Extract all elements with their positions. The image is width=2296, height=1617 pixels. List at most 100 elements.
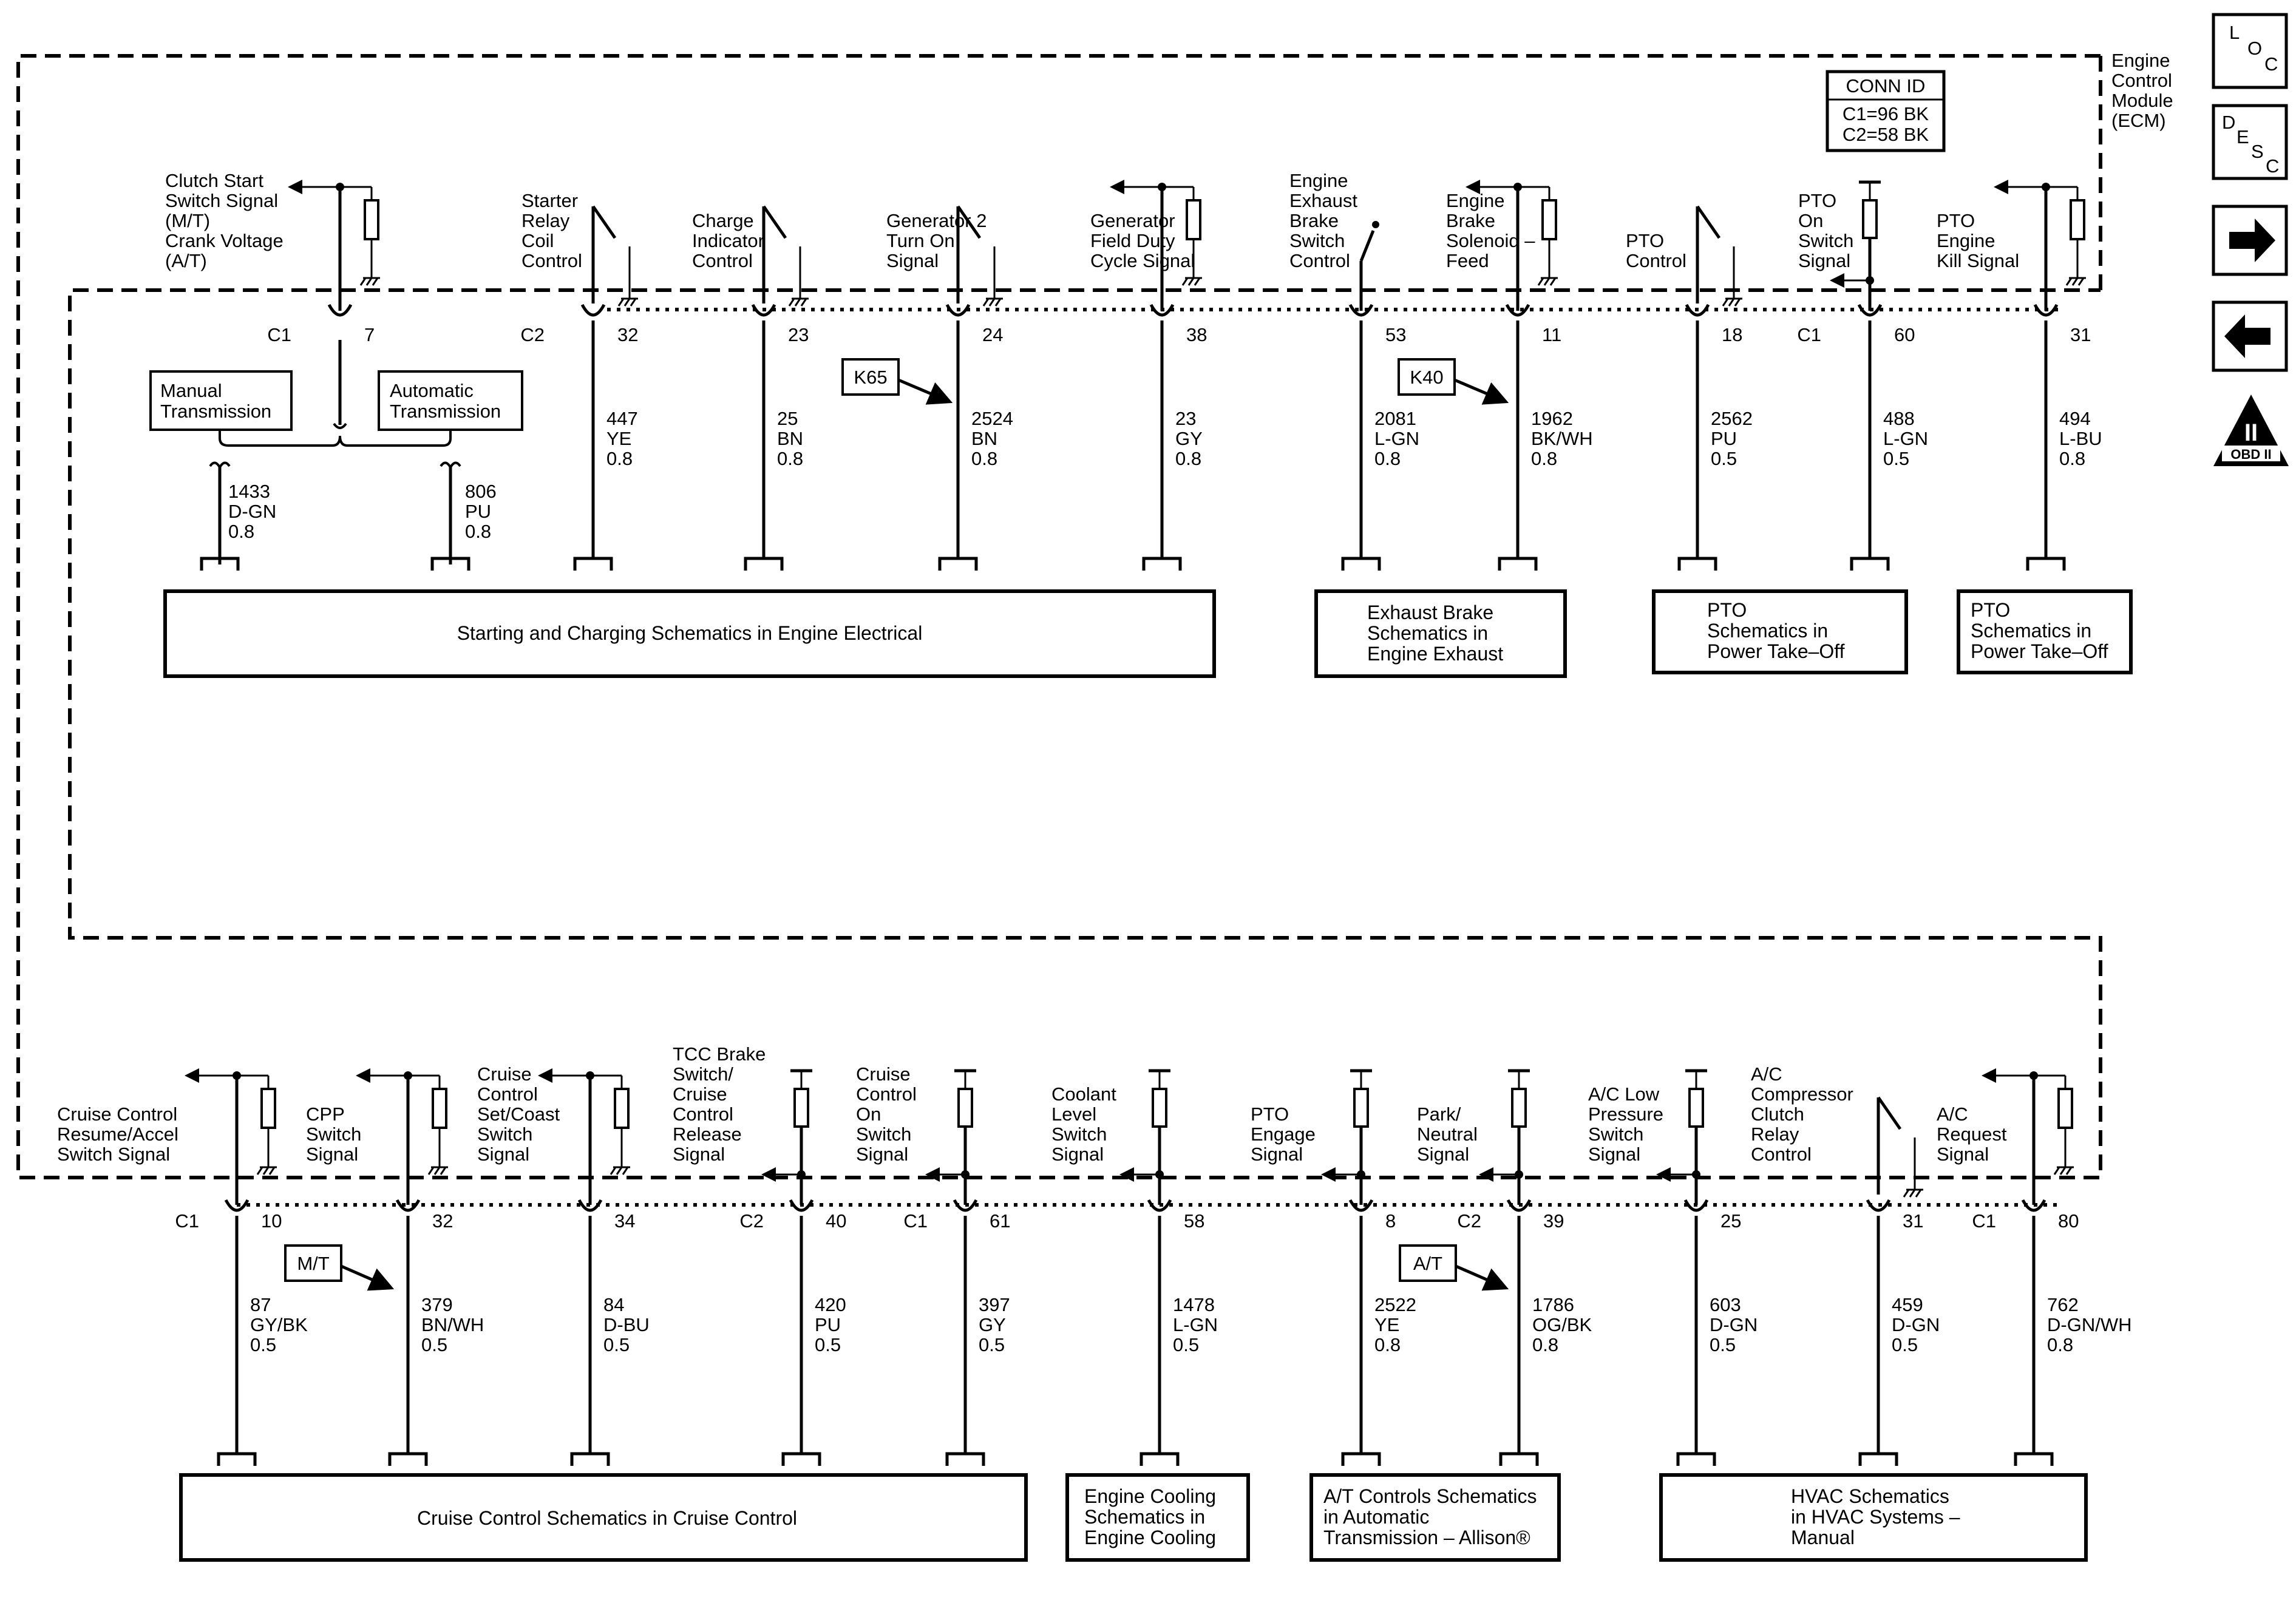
wire-spec: 0.5 [1883,448,1909,469]
circuit-label-line: Control [1289,250,1350,271]
next-arrow-button[interactable] [2212,205,2288,276]
ground-icon [1549,277,1557,286]
dest-box-line: PTO [1971,599,2010,621]
module-title-line: Engine [2111,50,2170,71]
terminal-icon [430,557,470,571]
circuit-label-line: Signal [1051,1144,1104,1165]
circuit-label-line: On [856,1103,881,1125]
option-k40: K40 [1398,358,1509,405]
option-at: A/T [1399,1244,1509,1291]
wire-spec: GY/BK [250,1314,308,1335]
connector-terminal-icon [789,1199,814,1212]
pin-number: 32 [432,1210,453,1232]
ground-icon [623,298,631,307]
wire-spec: 87 [250,1294,271,1315]
pin-number: 25 [1720,1210,1741,1232]
circuit-label-line: Clutch Start [165,170,263,191]
bottom-circuit-31: A/CCompressorClutchRelayControl31459D-GN… [1751,1063,1940,1466]
auto-wire-color: PU [465,501,491,522]
resistor-icon [2057,1088,2073,1129]
circuit-label-line: Switch [856,1124,911,1145]
ground-icon [372,277,379,286]
circuit-label-line: Coil [521,230,554,251]
circuit-label-line: Control [856,1083,917,1105]
terminal-icon [388,1452,428,1466]
connector-terminal-icon [395,1199,421,1212]
resistor-icon [1186,199,1201,240]
dest-box-hvac[interactable]: HVAC Schematics in HVAC Systems – Manual [1659,1473,2088,1562]
connector-terminal-icon [751,303,776,317]
ground-icon [622,1167,629,1175]
wire-spec: D-GN [1710,1314,1758,1335]
wire-spec: 459 [1892,1294,1923,1315]
ground-icon [617,298,625,307]
bottom-circuit-40: TCC BrakeSwitch/CruiseControlReleaseSign… [673,1043,846,1466]
resistor-icon [1541,199,1557,240]
circuit-label-line: CPP [306,1103,345,1125]
dest-box-cruise-control[interactable]: Cruise Control Schematics in Cruise Cont… [179,1473,1028,1562]
circuit-label-line: Switch/ [673,1063,733,1085]
ground-icon [440,1167,447,1175]
transmission-terminals [200,557,470,571]
junction-dot [1372,221,1379,228]
ground-icon [433,1167,441,1175]
ground-icon [1728,298,1735,307]
wire-spec: 0.5 [1173,1334,1199,1355]
ground-icon [616,1167,623,1175]
manual-wire-number: 1433 [228,481,270,502]
circuit-label-line: Cruise [856,1063,911,1085]
circuit-label-line: Control [477,1083,538,1105]
wire-spec: 0.5 [421,1334,447,1355]
prev-arrow-button[interactable] [2212,300,2288,372]
ground-icon [2071,277,2079,286]
connector-terminal-icon [580,303,606,317]
circuit-label-line: (A/T) [165,250,207,271]
wire-spec: 0.8 [1531,448,1557,469]
desc-button[interactable]: D E S C [2212,104,2288,180]
circuit-label-line: Signal [1251,1144,1303,1165]
dest-box-exhaust-brake[interactable]: Exhaust Brake Schematics in Engine Exhau… [1314,589,1567,678]
circuit-label-line: Coolant [1051,1083,1116,1105]
wire-spec: 0.5 [1711,448,1737,469]
dest-box-line: Schematics in [1707,620,1828,642]
ground-icon [1903,1189,1910,1198]
switch-icon [591,205,617,239]
dest-box-starting-charging[interactable]: Starting and Charging Schematics in Engi… [163,589,1216,678]
ground-icon [2077,277,2085,286]
circuit-label-line: Engage [1251,1124,1316,1145]
connector-terminal-icon [2033,303,2059,317]
dest-box-at-controls[interactable]: A/T Controls Schematics in Automatic Tra… [1309,1473,1561,1562]
wire-spec: 0.5 [603,1334,630,1355]
dest-box-pto-1[interactable]: PTO Schematics in Power Take–Off [1652,589,1908,674]
pin-number: 34 [614,1210,635,1232]
dest-box-line: HVAC Schematics [1791,1485,1949,1507]
obd-roman: II [2244,419,2258,446]
pin-number: 18 [1722,324,1742,345]
circuit-label-line: Switch [1051,1124,1107,1145]
circuit-label-line: Kill Signal [1937,250,2019,271]
dest-box-engine-cooling[interactable]: Engine Cooling Schematics in Engine Cool… [1065,1473,1250,1562]
ground-icon [788,298,795,307]
terminal-icon [570,1452,610,1466]
ground-icon [1194,277,1201,286]
connector-terminal-icon [1857,303,1883,317]
circuit-label-line: Control [1626,250,1686,271]
circuit-label-line: On [1798,210,1823,231]
circuit-label-line: Engine [1289,170,1348,191]
wire-spec: 0.8 [2047,1334,2073,1355]
ground-icon [2059,1167,2067,1175]
circuit-label-line: Cruise [673,1083,727,1105]
wire-spec: L-GN [1883,428,1928,449]
ground-icon [2053,1167,2060,1175]
circuit-label-line: Brake [1446,210,1495,231]
wire-spec: 0.8 [1175,448,1201,469]
dest-box-pto-2[interactable]: PTO Schematics in Power Take–Off [1957,589,2133,674]
terminal-icon [1140,1452,1180,1466]
circuit-label-line: Feed [1446,250,1489,271]
loc-button[interactable]: L O C [2212,13,2288,89]
wire-spec: 25 [777,408,798,429]
